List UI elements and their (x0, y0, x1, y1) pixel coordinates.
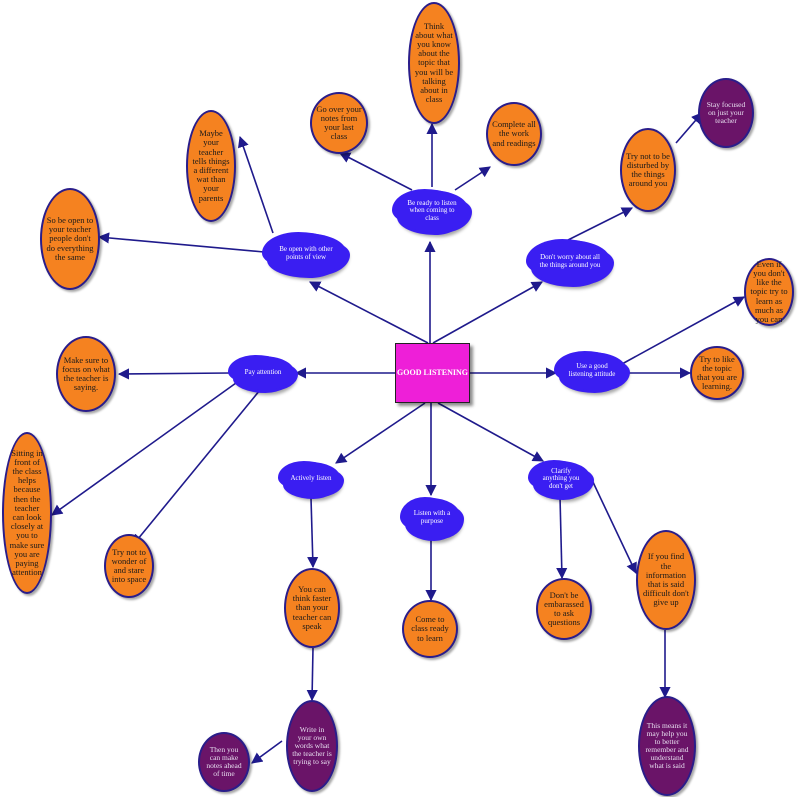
link-center-distractions (432, 281, 543, 344)
cloud-perspective-label: Be open with other points of view (279, 245, 333, 261)
center-node[interactable]: GOOD LISTENING (395, 343, 470, 403)
leaf-remember[interactable]: This means it may help you to better rem… (638, 696, 696, 796)
link-perspective-different (237, 135, 274, 234)
center-label: GOOD LISTENING (397, 367, 468, 377)
link-center-active (335, 402, 426, 464)
leaf-difficult-label: If you find the information that is said… (643, 551, 689, 608)
leaf-different-way[interactable]: Maybe your teacher tells things a differ… (186, 110, 236, 222)
leaf-not-embarrassed[interactable]: Don't be embarassed to ask questions (536, 578, 592, 640)
leaf-notes-label: Go over your notes from your last class (316, 103, 362, 142)
leaf-no-wonder-label: Try not to wonder of and stare into spac… (111, 546, 147, 585)
link-active-faster (307, 497, 319, 569)
link-questions-difficult (591, 479, 637, 575)
leaf-think-topic-label: Think about what you know about the topi… (414, 20, 454, 105)
cloud-active-label: Actively listen (290, 474, 332, 483)
leaf-sit-front[interactable]: Sitting in front of the class helps beca… (2, 432, 52, 594)
leaf-dont-like-label: Even if you don't like the topic try to … (750, 258, 788, 324)
leaf-be-open[interactable]: So be open to your teacher people don't … (40, 188, 100, 290)
link-faster-summarize (306, 647, 318, 702)
leaf-come-ready-label: Come to class ready to learn (411, 614, 449, 643)
cloud-perspective[interactable]: Be open with other points of view (266, 233, 346, 275)
link-questions-embarrassed (556, 496, 568, 580)
leaf-think-faster[interactable]: You can think faster than your teacher c… (284, 568, 340, 648)
leaf-stay-focused[interactable]: Stay focused on just your teacher (698, 78, 754, 148)
cloud-attitude-label: Use a good listening attitude (568, 362, 616, 378)
link-concentrate-focus (117, 368, 231, 380)
leaf-not-embarrassed-label: Don't be embarassed to ask questions (544, 589, 584, 628)
leaf-focus-teacher[interactable]: Make sure to focus on what the teacher i… (56, 336, 116, 412)
leaf-not-disturbed-label: Try not to be disturbed by the things ar… (626, 150, 670, 189)
cloud-questions-label: Clarify anything you don't get (542, 466, 580, 490)
cloud-questions[interactable]: Clarify anything you don't get (532, 461, 590, 497)
link-perspective-open (97, 232, 265, 253)
leaf-notes-time[interactable]: Then you can make notes ahead of time (198, 732, 250, 792)
leaf-stay-focused-label: Stay focused on just your teacher (706, 99, 746, 126)
cloud-concentrate-label: Pay attention (244, 368, 282, 377)
leaf-not-disturbed[interactable]: Try not to be disturbed by the things ar… (620, 128, 676, 212)
leaf-difficult[interactable]: If you find the information that is said… (636, 530, 696, 630)
leaf-like-topic[interactable]: Try to like the topic that you are learn… (690, 346, 744, 400)
leaf-focus-teacher-label: Make sure to focus on what the teacher i… (62, 354, 110, 393)
leaf-think-topic[interactable]: Think about what you know about the topi… (408, 2, 460, 124)
leaf-remember-label: This means it may help you to better rem… (645, 720, 689, 771)
link-distractions-disturbed (567, 207, 634, 241)
leaf-think-faster-label: You can think faster than your teacher c… (292, 584, 332, 631)
leaf-complete-work[interactable]: Complete all the work and readings (486, 102, 542, 166)
leaf-notes[interactable]: Go over your notes from your last class (310, 92, 368, 154)
leaf-dont-like[interactable]: Even if you don't like the topic try to … (744, 258, 794, 326)
link-disturbed-focused (675, 112, 703, 144)
leaf-summarize-label: Write in your own words what the teacher… (292, 724, 332, 767)
leaf-no-wonder[interactable]: Try not to wonder of and stare into spac… (104, 534, 154, 598)
leaf-complete-work-label: Complete all the work and readings (492, 119, 536, 148)
cloud-active[interactable]: Actively listen (282, 462, 340, 496)
cloud-purpose[interactable]: Listen with a purpose (404, 498, 460, 538)
link-prepare-notes (339, 152, 413, 191)
link-attitude-dontlike (621, 296, 745, 365)
leaf-summarize[interactable]: Write in your own words what the teacher… (286, 700, 338, 792)
link-prepare-complete (454, 166, 491, 191)
leaf-come-ready[interactable]: Come to class ready to learn (402, 600, 458, 658)
link-summarize-notes (251, 740, 283, 764)
leaf-sit-front-label: Sitting in front of the class helps beca… (9, 447, 45, 578)
cloud-distractions-label: Don't worry about all the things around … (539, 253, 601, 269)
leaf-like-topic-label: Try to like the topic that you are learn… (696, 353, 738, 392)
cloud-prepare-label: Be ready to listen when coming to class (407, 198, 457, 222)
link-concentrate-sit (51, 382, 237, 516)
cloud-distractions[interactable]: Don't worry about all the things around … (530, 240, 610, 284)
cloud-concentrate[interactable]: Pay attention (232, 356, 294, 390)
link-center-perspective (309, 281, 429, 344)
link-concentrate-wonder (132, 389, 261, 546)
leaf-different-way-label: Maybe your teacher tells things a differ… (192, 128, 230, 203)
cloud-purpose-label: Listen with a purpose (413, 509, 451, 525)
cloud-prepare[interactable]: Be ready to listen when coming to class (396, 190, 468, 232)
leaf-notes-time-label: Then you can make notes ahead of time (206, 744, 242, 779)
link-center-questions (437, 402, 544, 462)
leaf-be-open-label: So be open to your teacher people don't … (46, 215, 94, 262)
cloud-attitude[interactable]: Use a good listening attitude (558, 352, 626, 390)
